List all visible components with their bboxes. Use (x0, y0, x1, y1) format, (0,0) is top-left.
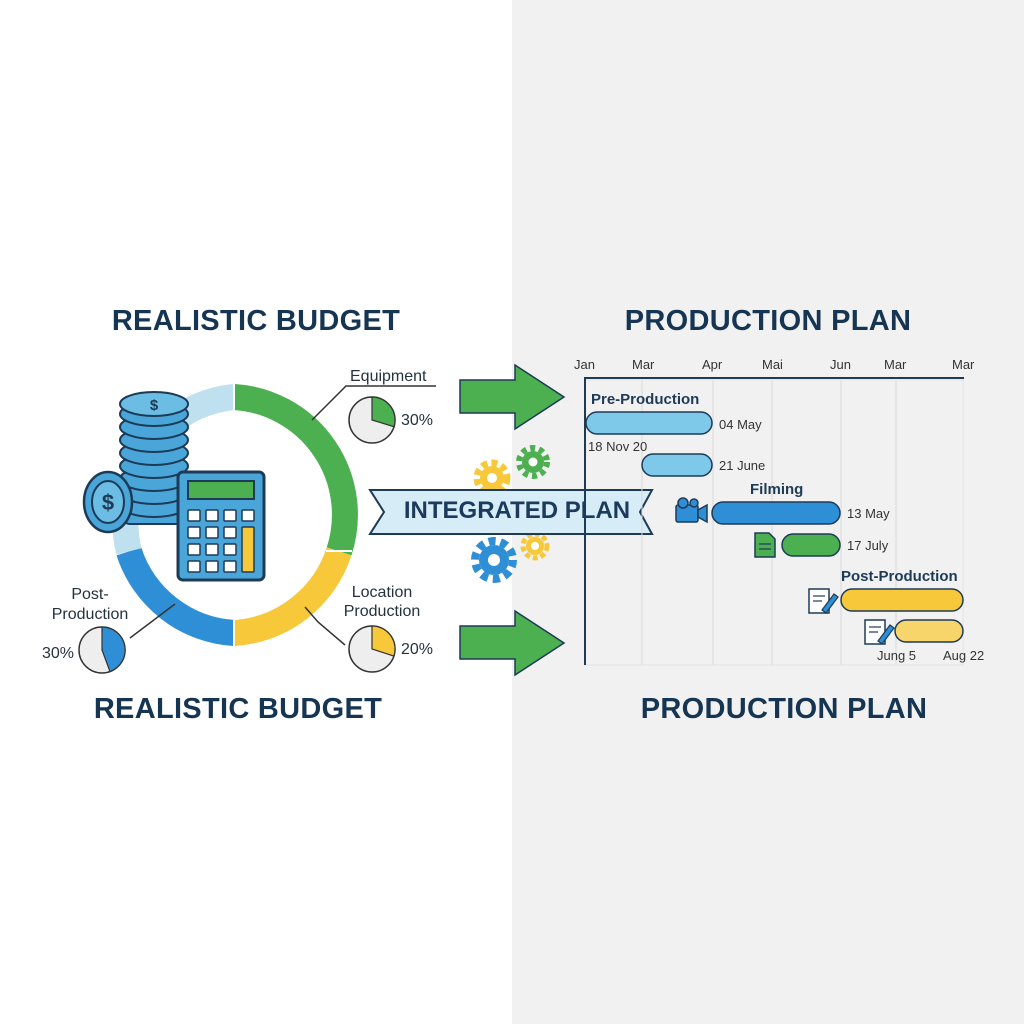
plan-title-top: PRODUCTION PLAN (624, 305, 912, 337)
coin-stack-icon: $ (119, 391, 189, 525)
phase-post-production: Post-Production (841, 568, 958, 585)
post-production-label: Post- Production (51, 586, 129, 623)
donut-segment-location (232, 547, 352, 646)
bar-filming-2 (781, 533, 841, 557)
location-leader (304, 606, 346, 646)
post-mini-pie (78, 626, 126, 674)
month-label-6: Mar (884, 357, 907, 372)
edit-document-icon (808, 588, 839, 614)
integrated-plan-label: INTEGRATED PLAN (403, 497, 631, 524)
equipment-percent: 30% (401, 412, 434, 429)
location-production-label: Location Production (343, 584, 421, 620)
integrated-plan-banner (368, 489, 654, 535)
bar-post-production-2 (894, 619, 964, 643)
post-leader (129, 603, 176, 639)
top-arrow (459, 363, 566, 431)
bar-pre-production-1 (585, 411, 713, 435)
bar-filming-1 (711, 501, 841, 525)
edit-document-icon-2 (864, 619, 895, 645)
date-label-5: 17 July (847, 538, 889, 553)
month-label-4: Mai (762, 357, 783, 372)
budget-title-bottom: REALISTIC BUDGET (93, 693, 383, 725)
date-label-6: Jung 5 (877, 648, 917, 663)
camera-icon (675, 497, 708, 524)
plan-title-bottom: PRODUCTION PLAN (640, 693, 928, 725)
date-label-3: 21 June (719, 458, 766, 473)
donut-segment-equipment (232, 384, 358, 556)
month-label-3: Apr (702, 357, 723, 372)
budget-title-top: REALISTIC BUDGET (111, 305, 401, 337)
date-label-1: 04 May (719, 417, 762, 432)
bar-pre-production-2 (641, 453, 713, 477)
calculator-icon (176, 470, 266, 582)
equipment-mini-pie (348, 396, 396, 444)
location-percent: 20% (401, 641, 434, 658)
gantt-bars (585, 411, 964, 643)
svg-text:$: $ (102, 490, 114, 515)
svg-text:$: $ (150, 397, 159, 414)
date-label-2: 18 Nov 20 (588, 439, 648, 454)
equipment-label: Equipment (350, 368, 427, 385)
bar-post-production-1 (840, 588, 964, 612)
equipment-leader (311, 385, 436, 421)
month-label-7: Mar (952, 357, 975, 372)
document-icon (754, 532, 776, 558)
month-label-1: Jan (574, 357, 595, 372)
month-label-2: Mar (632, 357, 655, 372)
dollar-coin-icon: $ (82, 470, 134, 534)
phase-pre-production: Pre-Production (591, 391, 700, 408)
location-mini-pie (348, 625, 396, 673)
month-label-5: Jun (830, 357, 851, 372)
date-label-7: Aug 22 (943, 648, 985, 663)
date-label-4: 13 May (847, 506, 890, 521)
post-percent: 30% (42, 645, 75, 662)
phase-filming: Filming (750, 481, 804, 498)
bottom-arrow (459, 609, 566, 677)
